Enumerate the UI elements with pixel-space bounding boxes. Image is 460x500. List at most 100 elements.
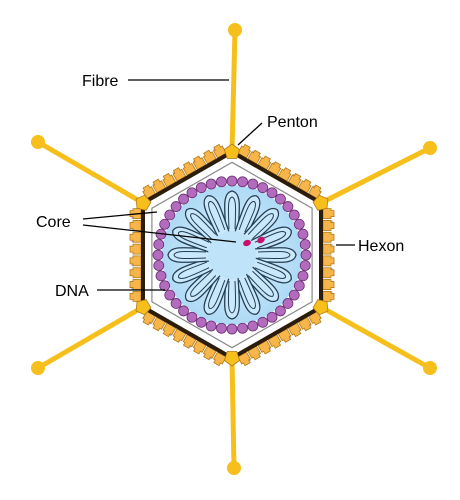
- core-protein-dot: [257, 236, 265, 244]
- hexon-block: [162, 172, 177, 188]
- hexon-block: [237, 143, 251, 159]
- core-protein-bead-icon: [153, 260, 165, 271]
- dna-strand: [249, 257, 292, 284]
- dna-strand: [249, 226, 292, 253]
- core-protein-bead-icon: [152, 249, 164, 261]
- hexon-block: [287, 172, 302, 188]
- core-protein-bead-icon: [275, 305, 286, 317]
- core-protein-bead-icon: [186, 311, 198, 323]
- hexon-label: Hexon: [358, 238, 404, 255]
- hexon-block: [172, 167, 187, 182]
- fibre-label: Fibre: [82, 73, 119, 90]
- core-protein-bead-icon: [205, 320, 217, 332]
- core-protein-bead-icon: [237, 322, 248, 334]
- penton-label: Penton: [267, 114, 318, 131]
- core-protein-bead-icon: [237, 176, 248, 188]
- dna-loop: [172, 257, 215, 284]
- dna-strand-inner: [207, 200, 226, 233]
- core: [152, 175, 312, 335]
- core-protein-bead-icon: [216, 322, 227, 334]
- fibre-shaft: [229, 355, 237, 471]
- hexon-block: [129, 267, 142, 279]
- core-protein-bead-icon: [178, 305, 189, 317]
- hexon-icon: [322, 220, 335, 231]
- hexon-icon: [172, 167, 187, 182]
- hexon-block: [129, 290, 142, 302]
- core-protein-bead-icon: [297, 270, 309, 282]
- hexon-block: [267, 161, 282, 176]
- fibre-shaft: [35, 304, 146, 371]
- hexon-icon: [322, 243, 335, 255]
- dna-strand: [184, 265, 222, 303]
- hexon-icon: [152, 178, 167, 194]
- hexon-block: [322, 231, 335, 243]
- hexon-icon: [129, 279, 142, 290]
- fibre-knob-icon: [423, 361, 437, 375]
- core-protein-bead-icon: [155, 270, 167, 282]
- core-protein-bead-icon: [247, 320, 259, 332]
- core-protein-bead-icon: [226, 175, 238, 187]
- core-protein-bead-icon: [164, 289, 176, 301]
- dna-loop: [167, 246, 211, 264]
- dna-strand-inner: [173, 250, 207, 260]
- hexon-icon: [297, 316, 312, 332]
- hexon-block: [142, 184, 156, 200]
- dna-strand-inner: [207, 277, 226, 310]
- fibre-knob-icon: [228, 23, 242, 37]
- dna-strand-inner: [238, 200, 257, 233]
- hexon-block: [308, 310, 322, 326]
- penton-icon: [223, 143, 241, 159]
- penton-icon: [312, 299, 329, 316]
- core-protein-bead-icon: [153, 239, 165, 250]
- core-protein-bead-icon: [300, 249, 312, 261]
- dna-loop: [249, 257, 292, 284]
- core-protein-bead-icon: [266, 311, 278, 323]
- penton-leader-line: [237, 122, 263, 146]
- core-leader-line-lower: [82, 224, 237, 243]
- hexon-icon: [322, 267, 335, 279]
- core-protein-bead-icon: [257, 316, 269, 328]
- dna-loop: [203, 195, 230, 238]
- core-protein-bead-icon: [195, 316, 207, 328]
- penton-icon: [135, 194, 152, 211]
- hexon-block: [297, 178, 312, 194]
- dna-loop: [184, 207, 222, 245]
- hexon-icon: [277, 328, 292, 343]
- penton-icon: [223, 351, 241, 367]
- fibre-shaft: [318, 304, 433, 371]
- penton-icon: [312, 194, 329, 211]
- fibre-knob-icon: [227, 461, 241, 475]
- core-center: [208, 231, 256, 279]
- hexon-block: [152, 316, 167, 332]
- hexon-block: [322, 267, 335, 279]
- core-protein-bead-icon: [159, 218, 171, 230]
- core-protein-bead-icon: [170, 201, 182, 212]
- core-protein-bead-icon: [293, 218, 305, 230]
- dna-loop: [234, 272, 261, 315]
- hexon-block: [257, 155, 272, 171]
- hexon-icon: [287, 172, 302, 188]
- dna-strand: [234, 272, 261, 315]
- hexon-icon: [267, 161, 282, 176]
- dna-loop: [223, 276, 241, 320]
- dna-strand-inner: [177, 230, 210, 249]
- core-protein-bead-icon: [195, 182, 207, 194]
- dna-loop: [184, 265, 222, 303]
- hexon-block: [297, 316, 312, 332]
- core-protein-dot: [243, 239, 251, 247]
- penton-icon: [135, 299, 152, 316]
- dna-strand: [242, 207, 280, 245]
- dna-strand-inner: [254, 261, 287, 280]
- dna-loop: [203, 272, 230, 315]
- dna-strand: [184, 207, 222, 245]
- dna-strand: [242, 265, 280, 303]
- fibre-shaft: [318, 145, 433, 206]
- hexon-block: [172, 328, 187, 343]
- hexon-block: [182, 161, 197, 176]
- core-protein-bead-icon: [282, 298, 294, 309]
- hexon-icon: [162, 322, 177, 338]
- hexon-block: [202, 149, 217, 165]
- core-protein-bead-icon: [299, 260, 311, 271]
- fibre-shaft: [229, 27, 238, 155]
- dna-label: DNA: [55, 283, 89, 300]
